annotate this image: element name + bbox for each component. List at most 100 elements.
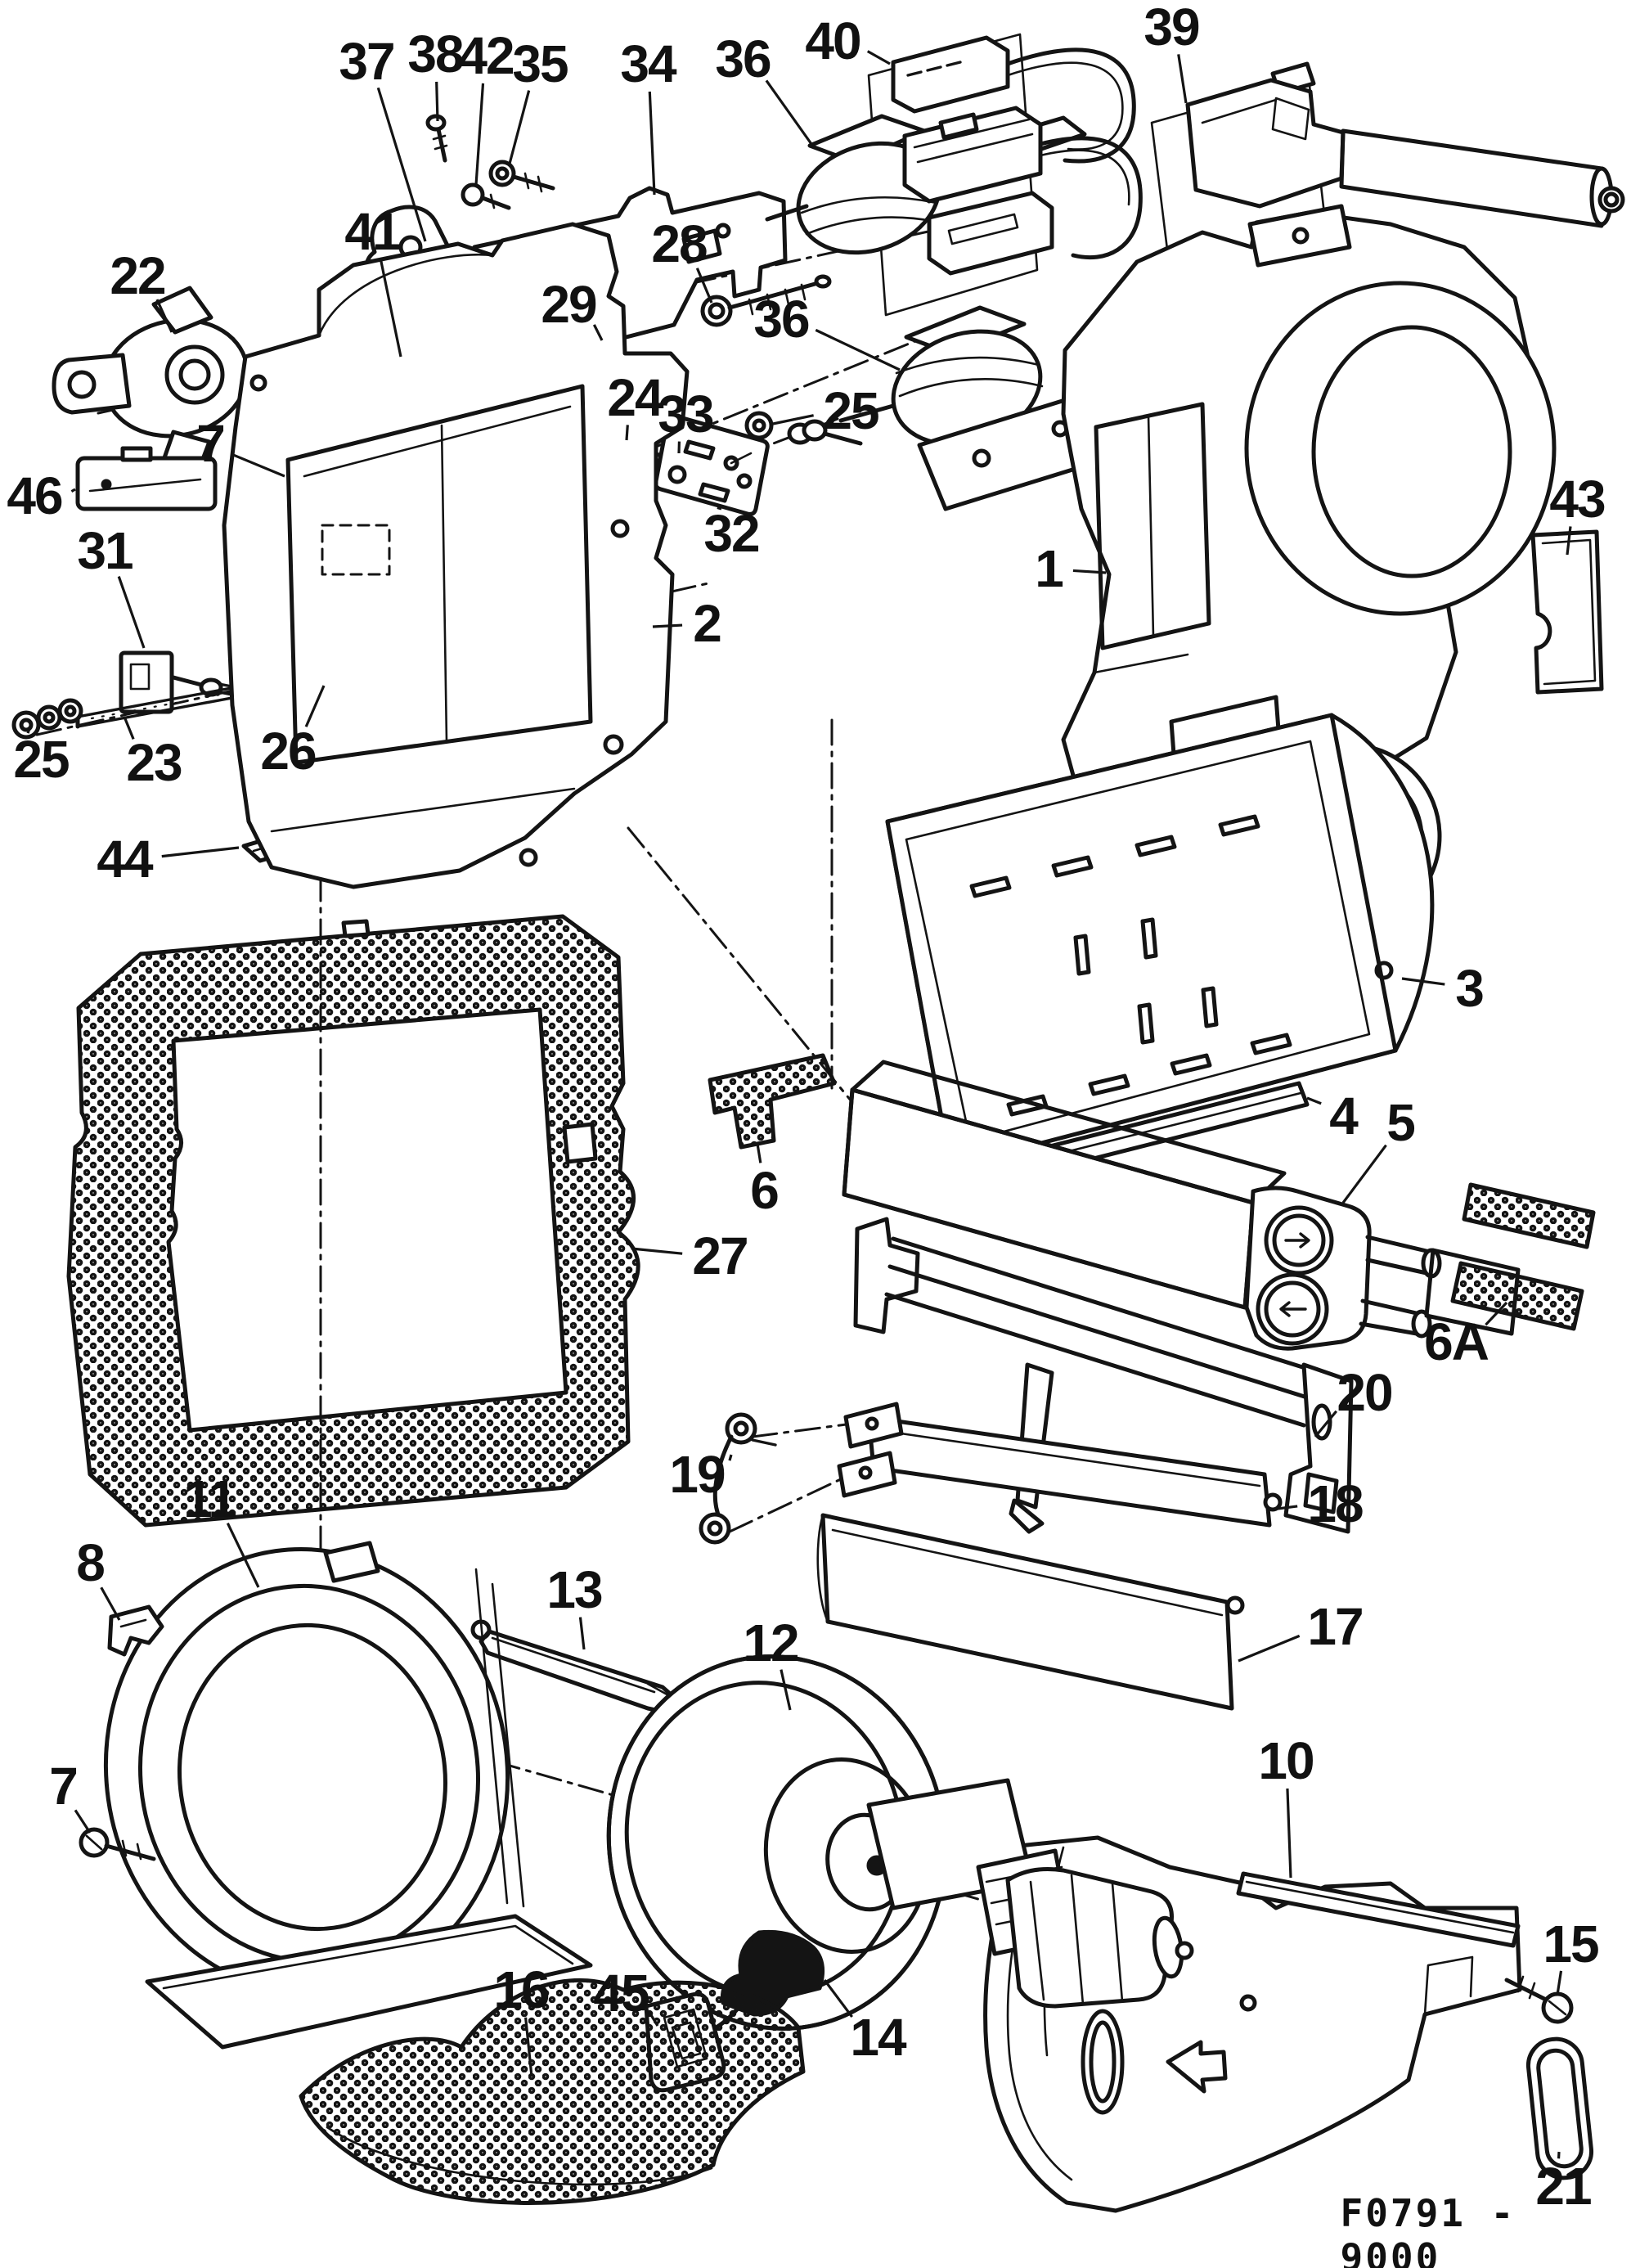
part-callout-7: 7 <box>49 1757 79 1816</box>
part-callout-19: 19 <box>669 1445 726 1504</box>
part-callout-34: 34 <box>620 34 676 93</box>
part-18-air-flap-upper <box>837 1402 1283 1528</box>
leader-line-20 <box>1314 1410 1338 1438</box>
part-21-grommet <box>1525 2036 1594 2180</box>
part-25-washer-and-bushing <box>744 411 863 446</box>
part-callout-1: 1 <box>1035 539 1064 598</box>
part-callout-16: 16 <box>493 1960 550 2019</box>
part-callout-39: 39 <box>1143 0 1200 56</box>
part-callout-43: 43 <box>1549 470 1606 529</box>
part-callout-13: 13 <box>546 1560 603 1619</box>
leader-line-11 <box>226 1523 260 1588</box>
part-callout-40: 40 <box>805 11 861 70</box>
leader-line-44 <box>161 846 240 858</box>
leader-line-36 <box>765 79 813 145</box>
part-callout-28: 28 <box>651 214 708 273</box>
part-11-blower-housing-left <box>103 1541 593 2050</box>
part-7-screw-lower <box>79 1827 156 1861</box>
part-callout-8: 8 <box>76 1533 106 1592</box>
leader-line-18 <box>1277 1505 1298 1510</box>
part-callout-12: 12 <box>743 1613 799 1672</box>
leader-line-42 <box>474 83 485 186</box>
part-6-foam-strip <box>708 1053 837 1150</box>
part-6a-foam-strips <box>1450 1182 1596 1331</box>
part-callout-42: 42 <box>458 26 514 85</box>
leader-line-34 <box>648 91 656 196</box>
part-2-heater-housing <box>222 222 690 889</box>
leader-line-46 <box>70 488 76 493</box>
part-callout-23: 23 <box>126 733 182 792</box>
leader-line-38 <box>435 81 439 122</box>
part-callout-17: 17 <box>1307 1597 1364 1656</box>
part-callout-18: 18 <box>1307 1474 1364 1533</box>
leader-line-31 <box>117 576 146 649</box>
part-callout-3: 3 <box>1455 959 1485 1018</box>
part-callout-15: 15 <box>1543 1915 1599 1973</box>
leader-line-25 <box>26 727 31 734</box>
part-callout-36: 36 <box>753 290 810 349</box>
part-callout-2: 2 <box>693 594 722 653</box>
part-8-clip <box>107 1604 164 1657</box>
leader-line-41 <box>379 258 402 358</box>
leader-line-16 <box>524 2017 533 2077</box>
figure-code: F0791 - 9000 <box>1340 2191 1516 2268</box>
part-28-screw <box>700 274 832 327</box>
leader-line-13 <box>578 1617 586 1650</box>
leader-line-32 <box>717 506 722 511</box>
leader-line-35 <box>508 90 531 164</box>
part-callout-4: 4 <box>1329 1087 1359 1145</box>
part-19-link-rod <box>699 1412 777 1545</box>
part-38-42-35-screws <box>425 114 555 210</box>
part-callout-31: 31 <box>77 521 133 580</box>
leader-line-5 <box>1341 1144 1387 1204</box>
part-46-switch-illustration <box>75 446 218 511</box>
leader-line-37 <box>376 87 427 242</box>
part-callout-45: 45 <box>593 1964 649 2023</box>
part-callout-41: 41 <box>344 202 401 261</box>
part-callout-22: 22 <box>110 246 166 305</box>
leader-line-15 <box>1556 1970 1563 1996</box>
leader-line-14 <box>823 1979 853 2018</box>
part-3-cover-plate <box>885 713 1435 1169</box>
part-callout-6A: 6A <box>1424 1312 1489 1371</box>
leader-line-25 <box>772 414 814 425</box>
part-callout-35: 35 <box>512 34 568 93</box>
part-14-blower-wheel-motor <box>606 1654 1194 2035</box>
part-callout-10: 10 <box>1258 1731 1314 1790</box>
part-callout-46: 46 <box>7 466 63 525</box>
leader-line-19 <box>728 1454 733 1461</box>
part-callout-21: 21 <box>1535 2157 1592 2216</box>
leader-line-3 <box>1401 977 1445 986</box>
part-callout-7: 7 <box>196 414 226 473</box>
part-callout-26: 26 <box>260 722 317 781</box>
leader-line-40 <box>866 50 891 65</box>
leader-line-7 <box>74 1809 92 1834</box>
part-40-connectors <box>891 35 1143 276</box>
part-callout-14: 14 <box>850 2008 906 2067</box>
leader-line-26 <box>304 685 326 727</box>
part-callout-33: 33 <box>658 385 714 443</box>
leader-line-6A <box>1485 1301 1508 1326</box>
part-27-seal-frame <box>66 914 640 1528</box>
part-callout-32: 32 <box>703 504 760 563</box>
leader-line-36 <box>815 328 901 371</box>
leader-line-29 <box>592 324 604 341</box>
part-callout-25: 25 <box>13 730 70 789</box>
part-17-air-flap-lower <box>816 1513 1245 1711</box>
leader-line-23 <box>123 716 135 740</box>
leader-line-1 <box>1072 569 1107 574</box>
leader-line-2 <box>652 623 683 628</box>
leader-line-39 <box>1177 54 1188 104</box>
leader-line-12 <box>780 1669 792 1711</box>
part-callout-36: 36 <box>715 29 771 88</box>
leader-line-28 <box>695 268 713 304</box>
leader-line-6 <box>756 1143 762 1163</box>
leader-line-7 <box>231 453 285 478</box>
part-callout-44: 44 <box>97 830 153 889</box>
part-callout-37: 37 <box>339 32 395 91</box>
part-callout-11: 11 <box>183 1469 237 1528</box>
part-callout-25: 25 <box>823 381 879 440</box>
part-callout-29: 29 <box>541 275 597 334</box>
part-callout-6: 6 <box>750 1161 780 1220</box>
leader-line-45 <box>648 2010 659 2027</box>
